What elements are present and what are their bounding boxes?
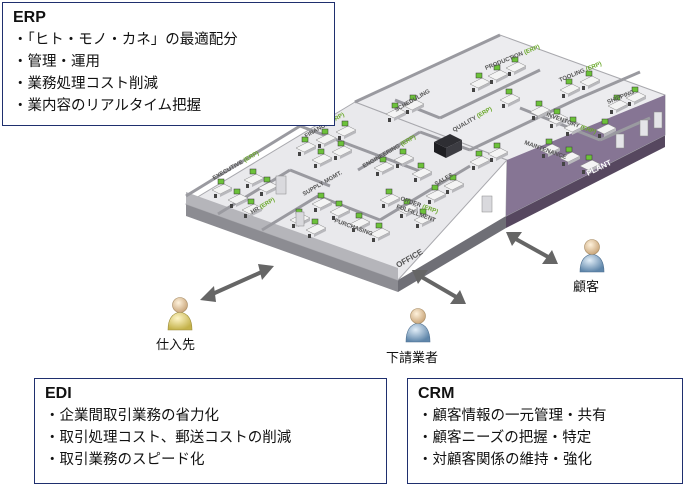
edi-item: ・企業間取引業務の省力化 — [45, 408, 219, 424]
erp-item: ・管理・運用 — [13, 54, 100, 70]
equipment — [275, 111, 663, 227]
edi-item: ・取引業務のスピード化 — [45, 452, 205, 468]
crm-list: ・顧客情報の一元管理・共有 ・顧客ニーズの把握・特定 ・対顧客関係の維持・強化 — [418, 405, 672, 471]
erp-item: ・業務処理コスト削減 — [13, 76, 158, 92]
edi-list: ・企業間取引業務の省力化 ・取引処理コスト、郵送コストの削減 ・取引業務のスピー… — [45, 405, 376, 471]
edi-box: EDI ・企業間取引業務の省力化 ・取引処理コスト、郵送コストの削減 ・取引業務… — [34, 378, 387, 484]
edi-item: ・取引処理コスト、郵送コストの削減 — [45, 430, 292, 446]
subcontractor-arrow — [412, 270, 466, 304]
erp-list: ・「ヒト・モノ・カネ」の最適配分 ・管理・運用 ・業務処理コスト削減 ・業内容の… — [13, 29, 324, 117]
crm-title: CRM — [418, 385, 455, 402]
customer-arrow — [506, 232, 558, 264]
office-floorplan: EXECUTIVE (ERP) HR (ERP) FINANCE (ERP) S… — [184, 33, 666, 292]
erp-item: ・業内容のリアルタイム把握 — [13, 98, 202, 114]
office-front-wall — [186, 192, 398, 280]
erp-item: ・「ヒト・モノ・カネ」の最適配分 — [13, 32, 238, 48]
supplier-arrow — [200, 264, 274, 302]
customer-label: 顧客 — [573, 280, 600, 295]
subcontractor-label: 下請業者 — [386, 351, 439, 366]
erp-title: ERP — [13, 9, 46, 26]
crm-item: ・顧客情報の一元管理・共有 — [418, 408, 607, 424]
customer-person-icon — [579, 239, 605, 273]
crm-item: ・対顧客関係の維持・強化 — [418, 452, 592, 468]
supplier-person-icon — [167, 297, 193, 331]
crm-item: ・顧客ニーズの把握・特定 — [418, 430, 592, 446]
plant-band — [506, 95, 665, 216]
erp-box: ERP ・「ヒト・モノ・カネ」の最適配分 ・管理・運用 ・業務処理コスト削減 ・… — [2, 2, 335, 126]
crm-box: CRM ・顧客情報の一元管理・共有 ・顧客ニーズの把握・特定 ・対顧客関係の維持… — [407, 378, 683, 484]
supplier-label: 仕入先 — [156, 338, 196, 353]
subcontractor-person-icon — [405, 308, 431, 343]
edi-title: EDI — [45, 385, 72, 402]
